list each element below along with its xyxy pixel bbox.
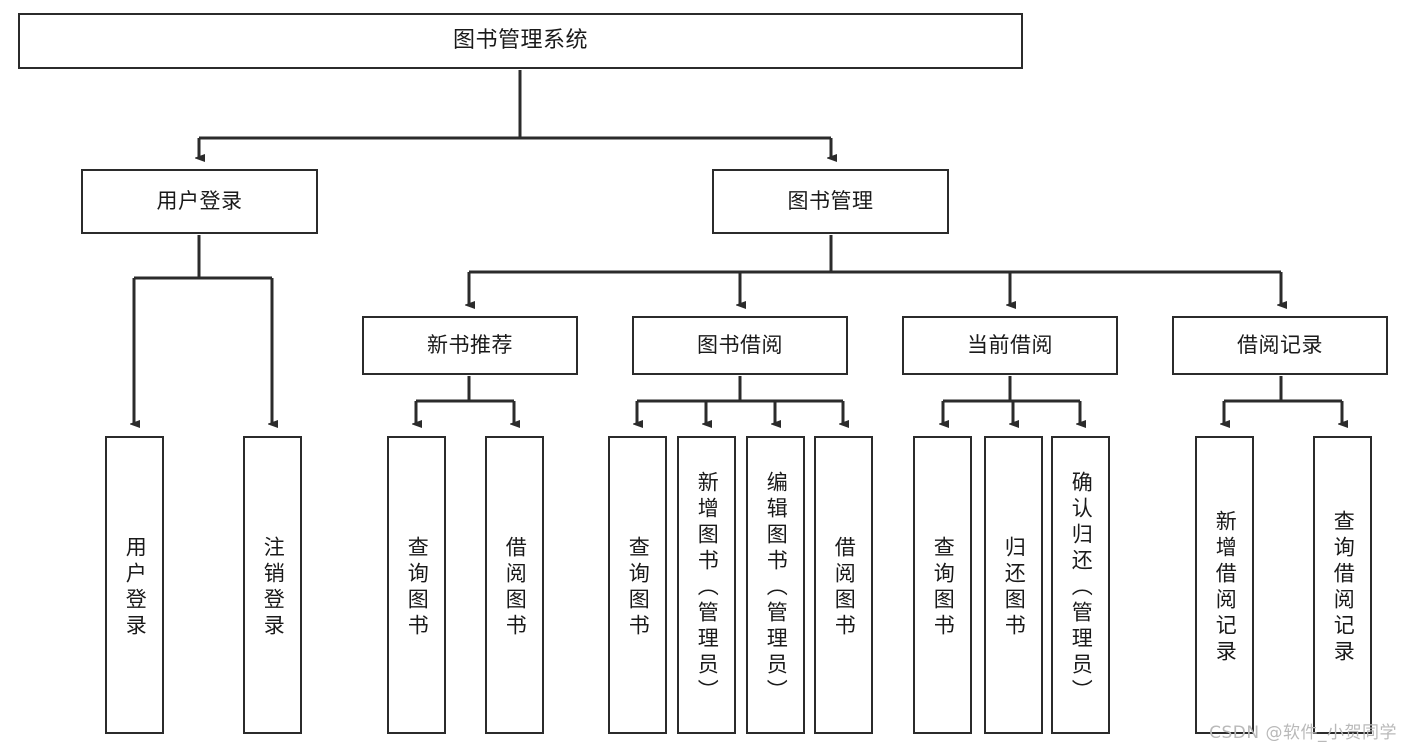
node-label: 归还图书 [1002,536,1027,640]
node-book-manage[interactable]: 图书管理 [712,169,949,234]
node-label: 编辑图书（管理员） [764,471,789,705]
node-label: 查询借阅记录 [1331,510,1356,666]
node-label: 图书管理系统 [452,27,588,53]
node-label: 确认归还（管理员） [1069,471,1094,705]
node-leaf-query-record[interactable]: 查询借阅记录 [1313,436,1372,734]
node-label: 借阅图书 [503,536,528,640]
node-book-borrow[interactable]: 图书借阅 [632,316,848,375]
node-user-login[interactable]: 用户登录 [81,169,318,234]
node-leaf-add-book[interactable]: 新增图书（管理员） [677,436,736,734]
node-label: 借阅记录 [1237,332,1323,357]
node-leaf-query-book-2[interactable]: 查询图书 [608,436,667,734]
node-label: 图书借阅 [697,332,783,357]
node-label: 用户登录 [156,188,243,213]
node-leaf-borrow-book-1[interactable]: 借阅图书 [485,436,544,734]
watermark-text: CSDN @软件_小贺同学 [1209,723,1397,743]
node-label: 查询图书 [931,536,956,640]
node-new-book-recommend[interactable]: 新书推荐 [362,316,578,375]
node-label: 图书管理 [787,188,874,213]
node-leaf-user-login[interactable]: 用户登录 [105,436,164,734]
node-label: 注销登录 [261,536,286,640]
node-root-system[interactable]: 图书管理系统 [18,13,1023,69]
node-label: 当前借阅 [967,332,1053,357]
node-label: 查询图书 [626,536,651,640]
node-leaf-logout[interactable]: 注销登录 [243,436,302,734]
node-borrow-record[interactable]: 借阅记录 [1172,316,1388,375]
node-label: 新书推荐 [427,332,513,357]
node-label: 用户登录 [123,536,148,640]
node-leaf-add-record[interactable]: 新增借阅记录 [1195,436,1254,734]
node-label: 查询图书 [405,536,430,640]
node-leaf-query-book-1[interactable]: 查询图书 [387,436,446,734]
node-leaf-borrow-book-2[interactable]: 借阅图书 [814,436,873,734]
node-leaf-confirm-return[interactable]: 确认归还（管理员） [1051,436,1110,734]
node-leaf-return-book[interactable]: 归还图书 [984,436,1043,734]
node-label: 新增借阅记录 [1213,510,1238,666]
node-leaf-query-book-3[interactable]: 查询图书 [913,436,972,734]
node-label: 新增图书（管理员） [695,471,720,705]
node-leaf-edit-book[interactable]: 编辑图书（管理员） [746,436,805,734]
node-current-borrow[interactable]: 当前借阅 [902,316,1118,375]
node-label: 借阅图书 [832,536,857,640]
